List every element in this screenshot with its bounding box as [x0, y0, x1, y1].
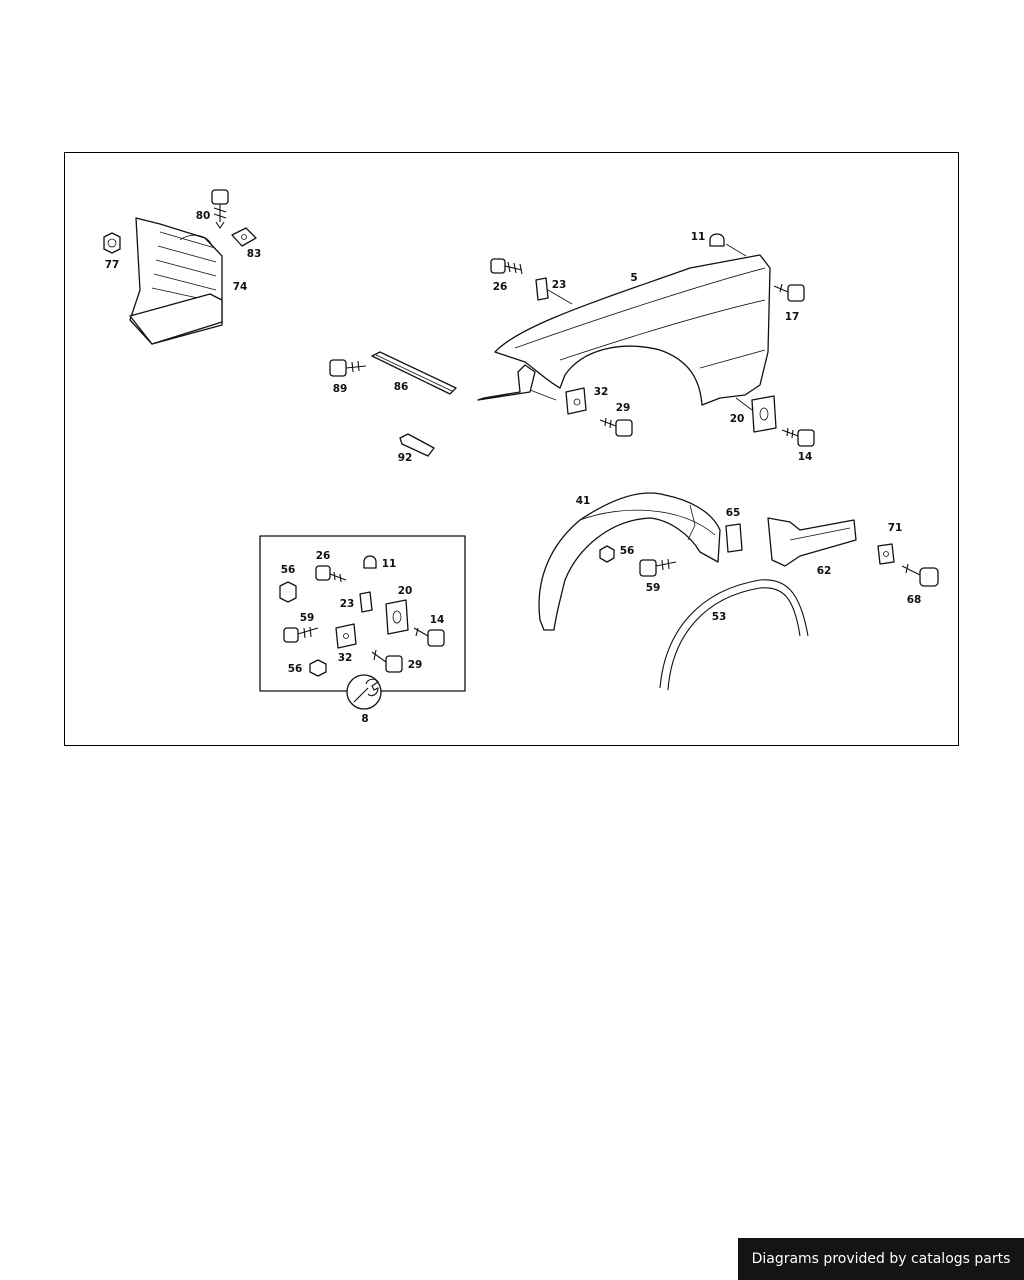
label-68: 68: [907, 594, 922, 606]
label-23: 23: [552, 279, 567, 291]
part-68-screw[interactable]: [901, 563, 939, 587]
label-26: 26: [493, 281, 508, 293]
label-89: 89: [333, 383, 348, 395]
label-92: 92: [398, 452, 413, 464]
label-83: 83: [247, 248, 262, 260]
part-89-bolt[interactable]: [329, 359, 367, 377]
repair-kit-box: [259, 535, 466, 692]
kit-label-32: 32: [338, 652, 353, 664]
kit-29-screw[interactable]: [371, 649, 403, 673]
part-80-bolt[interactable]: [211, 189, 229, 229]
part-26-screw[interactable]: [490, 258, 523, 275]
label-20: 20: [730, 413, 745, 425]
label-17: 17: [785, 311, 800, 323]
label-71: 71: [888, 522, 903, 534]
label-62: 62: [817, 565, 832, 577]
part-92-pad[interactable]: [399, 433, 435, 457]
kit-label-56-top: 56: [281, 564, 296, 576]
kit-56-nut-bottom[interactable]: [309, 659, 327, 677]
label-77: 77: [105, 259, 120, 271]
part-20-bracket[interactable]: [751, 395, 777, 433]
part-83-clip[interactable]: [231, 227, 257, 247]
part-29-screw[interactable]: [599, 417, 633, 437]
part-32-bracket[interactable]: [565, 387, 587, 415]
label-41: 41: [576, 495, 591, 507]
kit-label-26: 26: [316, 550, 331, 562]
part-71-clip[interactable]: [877, 543, 895, 565]
wrench-icon: [346, 674, 382, 710]
part-11-plug[interactable]: [709, 233, 725, 247]
part-41-wheel-liner[interactable]: [538, 492, 721, 631]
kit-32-bracket[interactable]: [335, 623, 357, 649]
label-74: 74: [233, 281, 248, 293]
part-5-fender[interactable]: [477, 254, 771, 406]
kit-23-clip[interactable]: [359, 591, 373, 613]
part-77-nut[interactable]: [103, 232, 121, 254]
kit-label-14: 14: [430, 614, 445, 626]
label-14: 14: [798, 451, 813, 463]
part-86-strip[interactable]: [371, 351, 457, 395]
part-53-arch-trim[interactable]: [659, 579, 809, 691]
kit-label-23: 23: [340, 598, 355, 610]
kit-26-screw[interactable]: [315, 565, 347, 583]
part-59-screw[interactable]: [639, 558, 677, 577]
kit-label-11: 11: [382, 558, 397, 570]
footer-banner: Diagrams provided by catalogs parts: [738, 1238, 1024, 1280]
kit-20-bracket[interactable]: [385, 599, 409, 635]
kit-label-29: 29: [408, 659, 423, 671]
diagram-frame: [64, 152, 959, 746]
part-14-screw[interactable]: [781, 427, 815, 447]
kit-label-59: 59: [300, 612, 315, 624]
kit-label-20: 20: [398, 585, 413, 597]
label-86: 86: [394, 381, 409, 393]
label-80: 80: [196, 210, 211, 222]
label-53: 53: [712, 611, 727, 623]
part-23-clip[interactable]: [535, 277, 549, 301]
part-56-nut[interactable]: [599, 545, 615, 563]
part-74-vent-grille[interactable]: [129, 217, 223, 345]
label-32: 32: [594, 386, 609, 398]
label-59: 59: [646, 582, 661, 594]
part-17-screw[interactable]: [773, 283, 805, 302]
label-5: 5: [630, 272, 637, 284]
kit-11-plug[interactable]: [363, 555, 377, 569]
label-11: 11: [691, 231, 706, 243]
kit-label-8: 8: [361, 713, 368, 725]
kit-label-56-bottom: 56: [288, 663, 303, 675]
part-65-clip[interactable]: [725, 523, 743, 553]
label-29: 29: [616, 402, 631, 414]
kit-59-screw[interactable]: [283, 626, 319, 643]
part-62-shield[interactable]: [767, 517, 857, 567]
label-56: 56: [620, 545, 635, 557]
label-65: 65: [726, 507, 741, 519]
kit-14-screw[interactable]: [413, 627, 445, 647]
kit-56-nut-top[interactable]: [279, 581, 297, 603]
